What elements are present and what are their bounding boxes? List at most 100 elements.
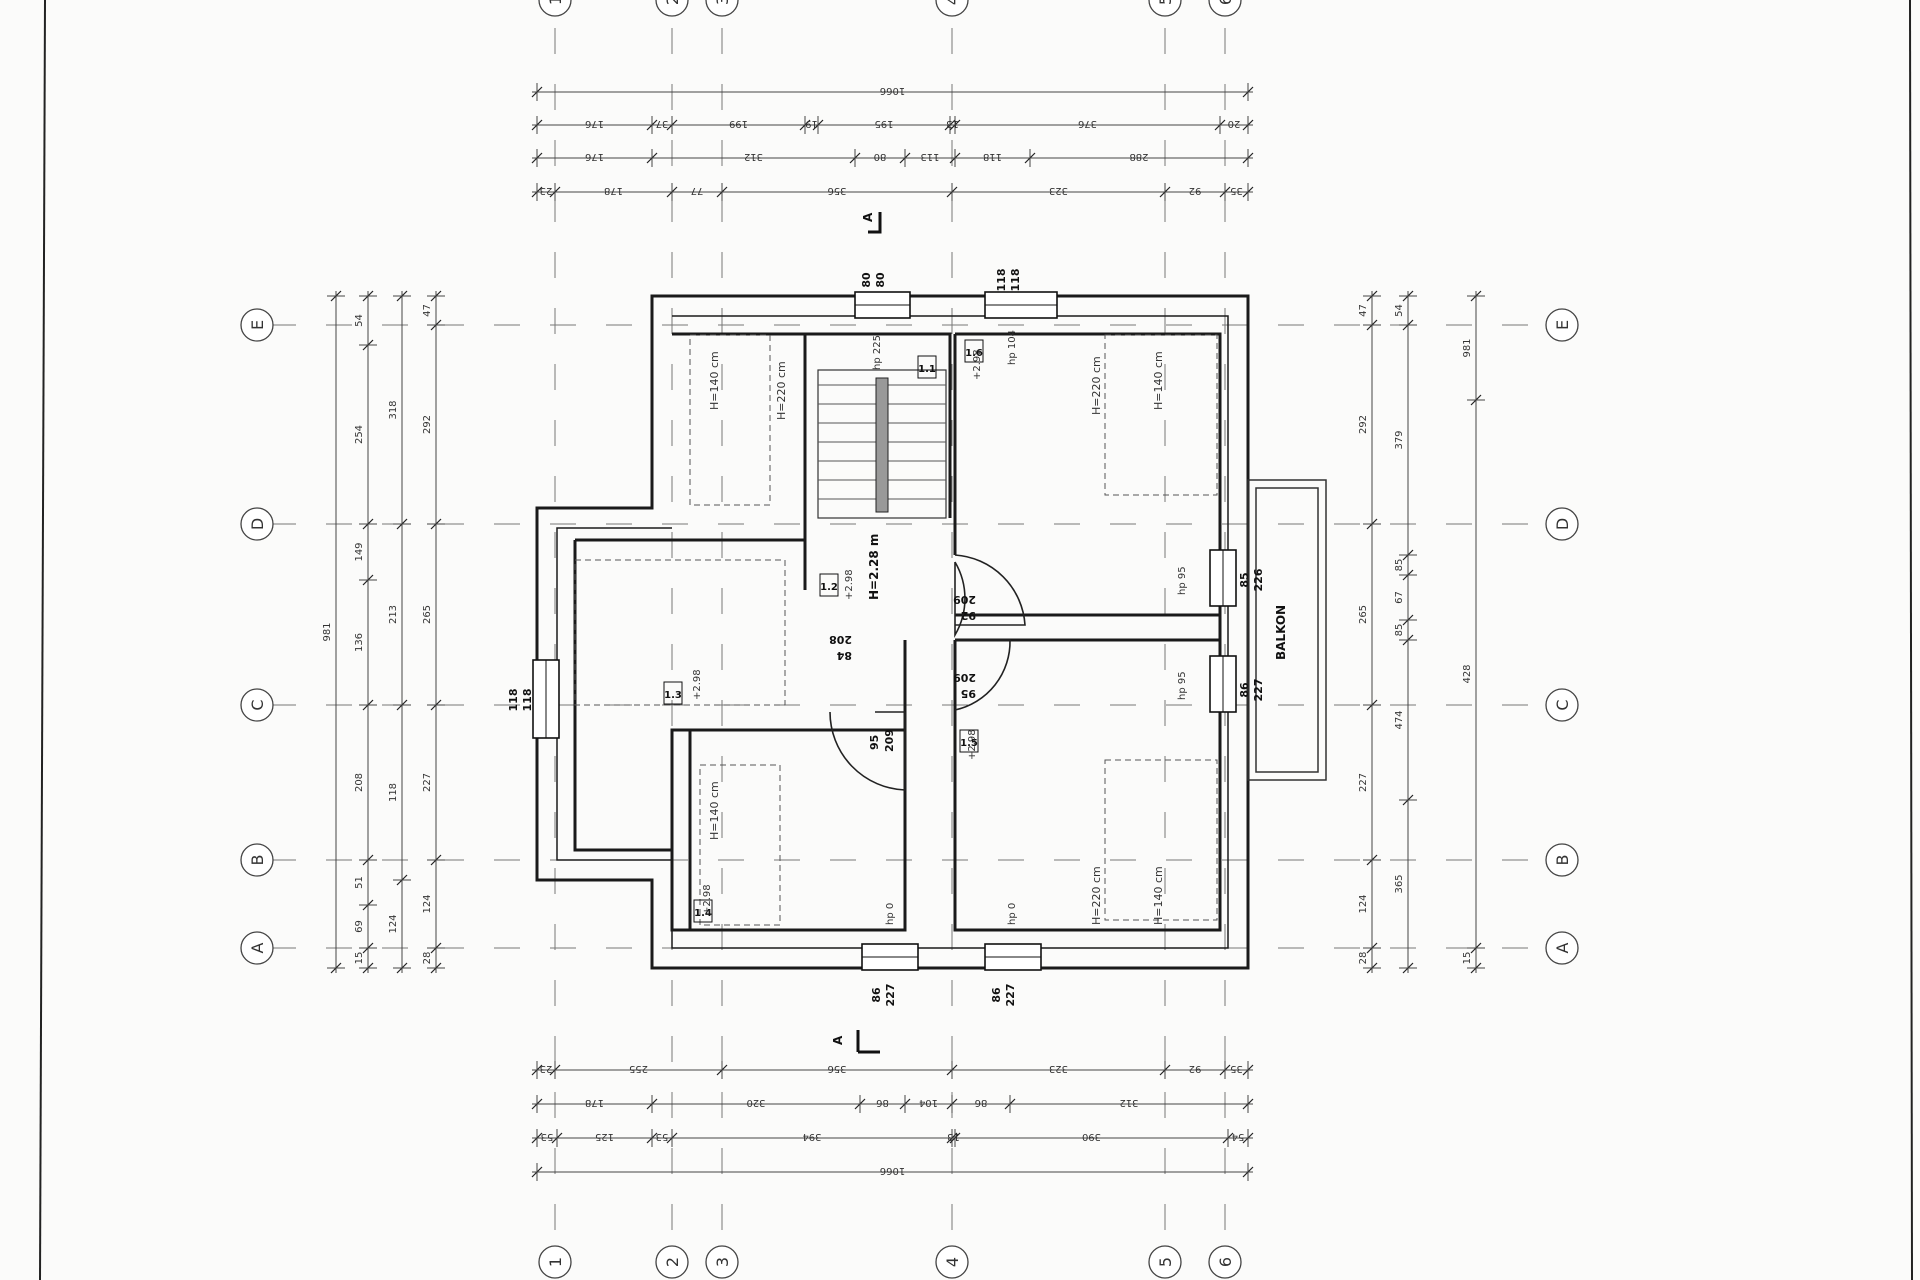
dim-bottom-row2-label-2: 86: [876, 1097, 889, 1108]
room-height-label-3: H=220 cm: [1090, 866, 1103, 925]
room-label-1-1: 1.1: [918, 364, 936, 375]
dim-bottom-row3-label-4: 13: [947, 1131, 960, 1142]
balcony-outline: [1247, 479, 1327, 781]
section-label-bottom: A: [831, 1035, 845, 1045]
dim-right-col1-label-1: 124: [1358, 894, 1369, 913]
dim-left-col2-label-2: 213: [388, 605, 399, 624]
axis-bubble-bottom-3-label: 3: [713, 1257, 732, 1267]
dim-top-row1-label-2: 199: [729, 118, 748, 129]
dim-top-row2-label-5: 288: [1129, 151, 1148, 162]
opening-top-right-a: 118: [995, 269, 1008, 292]
opening-bottom-left-b: 227: [884, 984, 897, 1007]
furniture-outline-5: [699, 764, 781, 926]
dim-left-col1-label-2: 51: [354, 876, 365, 889]
axis-bubble-left-E: [240, 308, 274, 342]
hp-225-label: hp 225: [872, 335, 883, 370]
opening-left-mid-b: 118: [521, 689, 534, 712]
hp-95-label-lower: hp 95: [1177, 671, 1188, 700]
dim-top-row2-label-2: 80: [874, 151, 887, 162]
axis-bubble-right-B-label: B: [1553, 855, 1572, 866]
stair-outline: [817, 369, 947, 519]
dim-top-row1-label-1: 37: [656, 118, 669, 129]
axis-bubble-bottom-4-label: 4: [943, 1257, 962, 1267]
stair-room-wall: [803, 332, 952, 590]
axis-bubble-left-B-label: B: [248, 855, 267, 866]
stair-handrail: [875, 377, 889, 513]
room-label-1-3: 1.3: [664, 690, 682, 701]
opening-top-left-b: 80: [874, 272, 887, 288]
dim-left-col1-label-3: 208: [354, 773, 365, 792]
balcony-railing: [1255, 487, 1319, 773]
dim-top-row3-label-2: 77: [691, 185, 704, 196]
room-box-1-1: [917, 355, 937, 379]
section-marker-top: [868, 212, 882, 234]
axis-bubble-left-D: [240, 507, 274, 541]
dim-top-row2-label-0: 176: [585, 151, 604, 162]
outer-wall-inner-line: [556, 315, 1229, 949]
dim-right-col3-label-0: 15: [1462, 952, 1473, 965]
balkon-label: BALKON: [1274, 605, 1288, 660]
axis-bubble-bottom-4: [935, 1245, 969, 1279]
room-label-1-2: 1.2: [820, 582, 838, 593]
opening-left-mid-a: 118: [507, 689, 520, 712]
axis-bubble-right-D-label: D: [1553, 518, 1572, 530]
opening-bottom-left-a: 86: [870, 987, 883, 1003]
axis-grid-lines: [270, 28, 1540, 1240]
dim-bottom-row1-label-5: 35: [1230, 1063, 1243, 1074]
room-label-1-5: 1.5: [960, 738, 978, 749]
right-rooms-wall: [953, 332, 1222, 932]
section-label-top: A: [861, 212, 875, 222]
level-label-2: +2.98: [692, 669, 703, 700]
axis-bubble-top-5: [1148, 0, 1182, 17]
level-label-4: +2.98: [967, 729, 978, 760]
dim-top-row2-label-4: 118: [983, 151, 1002, 162]
door-95-label-a: 95: [961, 687, 976, 700]
door-84-label: 84: [836, 649, 852, 662]
dim-left-col3-label-0: 28: [422, 952, 433, 965]
dim-bottom-row3-label-1: 125: [595, 1131, 614, 1142]
dim-bottom-overall: 1066: [531, 1163, 1254, 1181]
outer-wall: [535, 294, 1250, 970]
room-label-1-4: 1.4: [694, 908, 712, 919]
furniture-outline-2: [1104, 334, 1218, 496]
staircase: [817, 369, 947, 519]
dim-bottom-overall-label-0: 1066: [880, 1165, 905, 1176]
dim-right-col2-label-2: 85: [1394, 624, 1405, 637]
dim-bottom-row2-label-1: 320: [746, 1097, 765, 1108]
dim-top-row1-label-5: 13: [946, 118, 959, 129]
axis-bubble-top-6-label: 6: [1216, 0, 1235, 5]
dim-right-col2-label-5: 379: [1394, 430, 1405, 449]
dim-bottom-row1-label-0: 23: [540, 1063, 553, 1074]
dim-top-row3-label-1: 178: [604, 185, 623, 196]
opening-bottom-right-a: 86: [990, 987, 1003, 1003]
dim-right-col2-label-6: 54: [1394, 304, 1405, 317]
room-sill-label-2: H=140 cm: [1152, 351, 1165, 410]
dim-right-col3-label-1: 428: [1462, 664, 1473, 683]
dim-top-row2-label-3: 113: [920, 151, 939, 162]
room-box-1-6: [964, 339, 984, 363]
dim-left-overall: 981: [322, 290, 345, 974]
level-label-1: +2.98: [844, 569, 855, 600]
dim-bottom-row1-label-2: 356: [827, 1063, 846, 1074]
door-209-label-a: 209: [953, 593, 976, 606]
dim-top-overall-label-0: 1066: [880, 85, 905, 96]
room-box-1-4: [693, 899, 713, 923]
dim-top-row1-label-6: 376: [1078, 118, 1097, 129]
dim-left-col2-label-1: 118: [388, 783, 399, 802]
dim-left-col1-label-7: 54: [354, 314, 365, 327]
dim-top-row1-label-7: 20: [1228, 118, 1241, 129]
axis-bubble-right-E-label: E: [1553, 320, 1572, 330]
dim-bottom-row2-label-5: 312: [1119, 1097, 1138, 1108]
dim-bottom-row2-label-3: 104: [919, 1097, 938, 1108]
room-height-label-2: H=220 cm: [1090, 356, 1103, 415]
dim-bottom-row1-label-1: 255: [629, 1063, 648, 1074]
